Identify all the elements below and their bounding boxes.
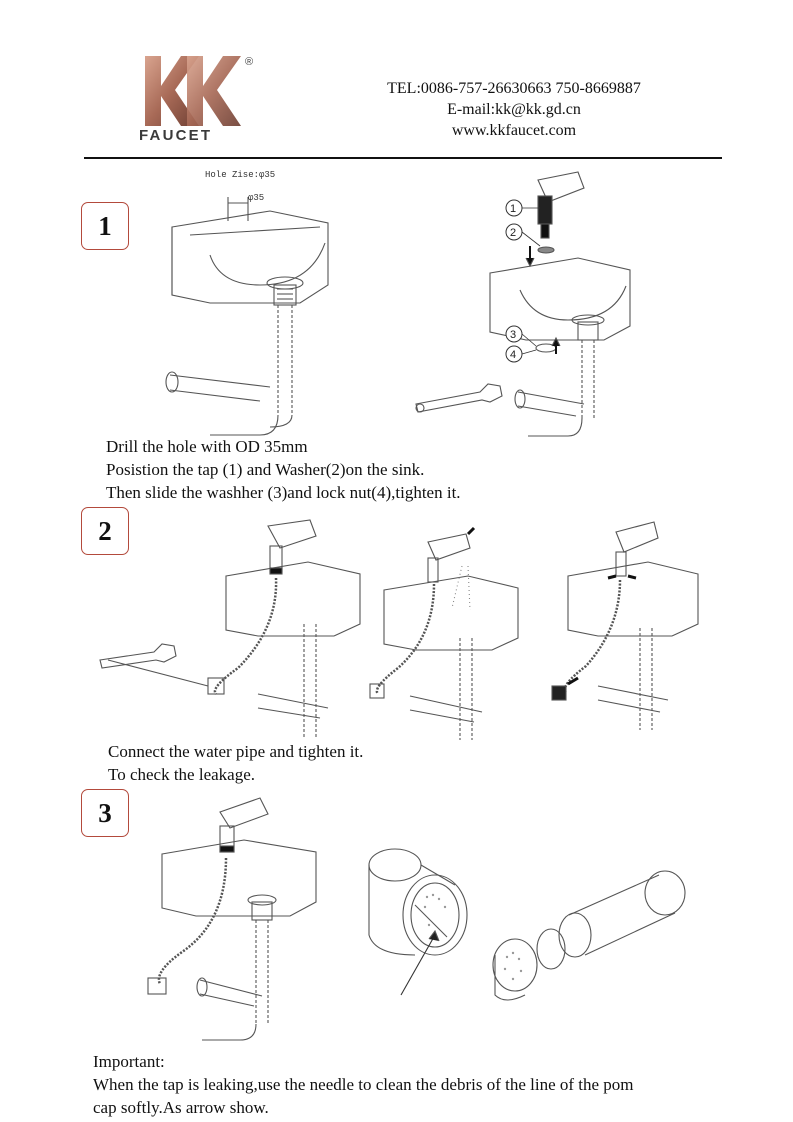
callout-4: 4 bbox=[510, 349, 516, 361]
step1-line-2: Posistion the tap (1) and Washer(2)on th… bbox=[106, 460, 425, 479]
contact-tel: TEL:0086-757-26630663 750-8669887 bbox=[387, 80, 641, 97]
step2-line-1: Connect the water pipe and tighten it. bbox=[108, 742, 364, 761]
step3-pom-cap-illustration bbox=[368, 848, 686, 1001]
step1-tap-install-illustration: 1 2 3 4 bbox=[415, 171, 631, 437]
important-heading: Important: bbox=[93, 1052, 165, 1071]
callout-3: 3 bbox=[510, 329, 516, 341]
step-number-1: 1 bbox=[81, 202, 129, 250]
registered-mark: ® bbox=[245, 56, 253, 68]
step1-sink-drill-illustration: Hole Zise:φ35 φ35 bbox=[165, 170, 329, 436]
step3-line-1: When the tap is leaking,use the needle t… bbox=[93, 1075, 634, 1094]
contact-website: www.kkfaucet.com bbox=[451, 122, 577, 139]
step2-line-2: To check the leakage. bbox=[108, 765, 256, 784]
step3-line-2: cap softly.As arrow show. bbox=[93, 1098, 269, 1117]
callout-markers: 1 2 3 4 bbox=[505, 199, 523, 363]
step1-line-1: Drill the hole with OD 35mm bbox=[106, 437, 308, 456]
hole-dimension-label: φ35 bbox=[248, 193, 264, 203]
header-divider bbox=[84, 157, 722, 159]
kk-faucet-logo: ® FAUCET bbox=[139, 56, 253, 144]
step-number-2: 2 bbox=[81, 507, 129, 555]
hole-size-label: Hole Zise:φ35 bbox=[205, 170, 275, 180]
step-number-3: 3 bbox=[81, 789, 129, 837]
step3-installed-tap-illustration bbox=[147, 797, 317, 1041]
step1-line-3: Then slide the washher (3)and lock nut(4… bbox=[106, 483, 461, 502]
callout-1: 1 bbox=[510, 203, 516, 215]
logo-brand-text: FAUCET bbox=[139, 127, 212, 144]
callout-2: 2 bbox=[510, 227, 516, 239]
step2-connect-pipe-illustration bbox=[99, 519, 699, 740]
contact-block: TEL:0086-757-26630663 750-8669887 E-mail… bbox=[356, 78, 672, 141]
contact-email: E-mail:kk@kk.gd.cn bbox=[447, 101, 581, 118]
